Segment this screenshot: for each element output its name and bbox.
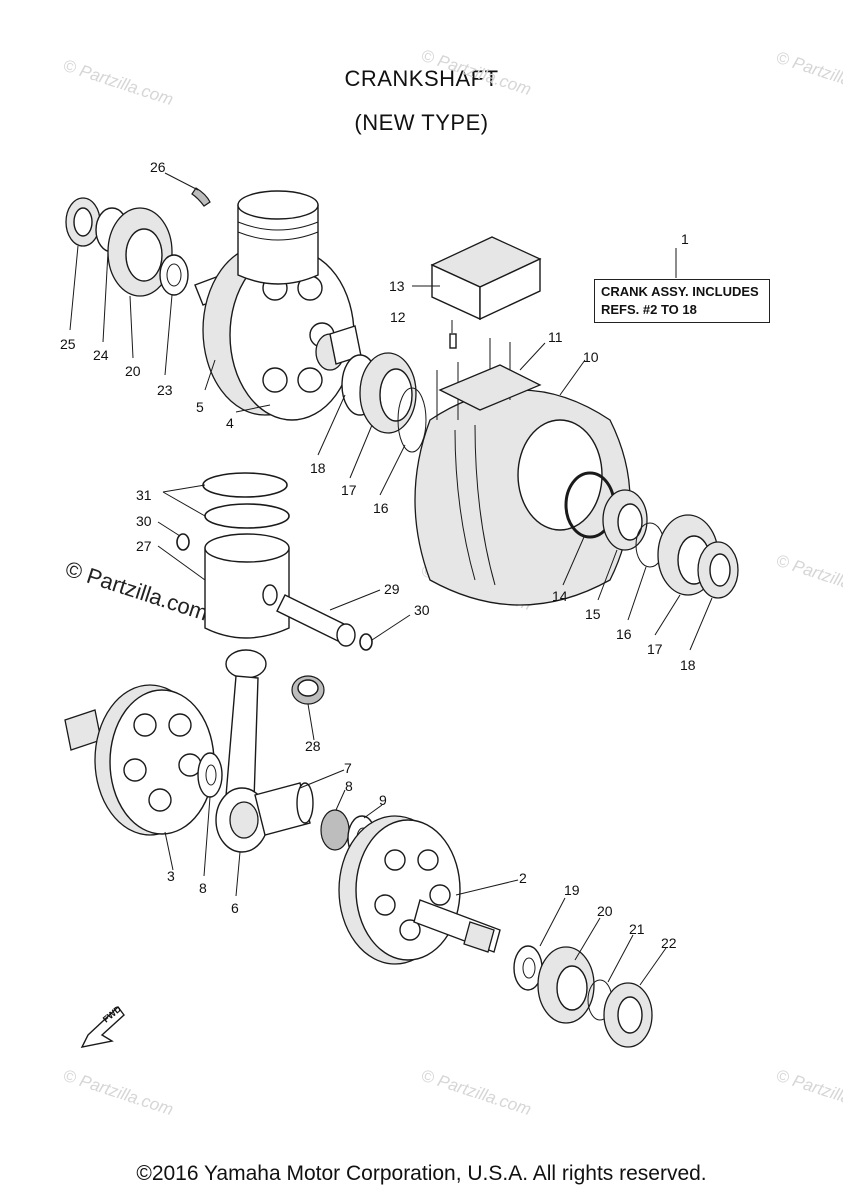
callout-25: 25 [60, 336, 76, 352]
watermark: © Partzilla.com [774, 551, 843, 604]
piston-pin-29 [276, 594, 356, 647]
shim-23 [159, 254, 189, 296]
callout-13: 13 [389, 278, 405, 294]
callout-26: 26 [150, 159, 166, 175]
watermark: © Partzilla.com [419, 1066, 534, 1119]
callout-16-right: 16 [616, 626, 632, 642]
studs-11 [436, 338, 542, 420]
watermark: © Partzilla.com [61, 56, 176, 109]
callout-19: 19 [564, 882, 580, 898]
bearing-cap-13 [430, 236, 542, 321]
callout-30-left: 30 [136, 513, 152, 529]
crankcase-10 [414, 389, 631, 606]
callout-28: 28 [305, 738, 321, 754]
crank-pin-7 [254, 782, 314, 836]
fwd-arrow-icon: FWD [80, 1003, 125, 1048]
callout-18-right: 18 [680, 657, 696, 673]
callout-2: 2 [519, 870, 527, 886]
callout-18-upper: 18 [310, 460, 326, 476]
washer-8-left [197, 752, 223, 798]
callout-29: 29 [384, 581, 400, 597]
callout-7: 7 [344, 760, 352, 776]
watermark: © Partzilla.com [61, 1066, 176, 1119]
callout-21: 21 [629, 921, 645, 937]
callout-30-right: 30 [414, 602, 430, 618]
callout-6: 6 [231, 900, 239, 916]
connecting-rod-6 [215, 649, 269, 853]
seal-25 [65, 197, 101, 247]
callout-17-upper: 17 [341, 482, 357, 498]
crank-assembly-note: CRANK ASSY. INCLUDES REFS. #2 TO 18 [594, 279, 770, 323]
callout-labels: 1 13 12 11 10 26 25 24 20 23 5 4 18 17 1… [60, 159, 696, 951]
crank-half-3 [64, 684, 215, 836]
callout-4: 4 [226, 415, 234, 431]
callout-20-right: 20 [597, 903, 613, 919]
bearing-15 [602, 489, 648, 551]
callout-8-left: 8 [199, 880, 207, 896]
piston-27 [204, 533, 290, 639]
callout-14: 14 [552, 588, 568, 604]
watermark-dark: © Partzilla.com [62, 556, 211, 626]
crank-half-2 [338, 815, 501, 965]
leader-lines [69, 172, 713, 986]
circlip-30-right [359, 633, 373, 651]
watermark: © Partzilla.com [774, 48, 843, 101]
callout-27: 27 [136, 538, 152, 554]
note-line-2: REFS. #2 TO 18 [601, 302, 697, 317]
callout-12: 12 [390, 309, 406, 325]
callout-24: 24 [93, 347, 109, 363]
callout-15: 15 [585, 606, 601, 622]
seal-18-right [697, 541, 739, 599]
watermark: © Partzilla.com [774, 1066, 843, 1119]
callout-20-left: 20 [125, 363, 141, 379]
copyright-footer: ©2016 Yamaha Motor Corporation, U.S.A. A… [136, 1162, 707, 1185]
dowel-12 [449, 333, 457, 349]
callout-22: 22 [661, 935, 677, 951]
diagram-title: CRANKSHAFT [344, 66, 499, 91]
callout-31: 31 [136, 487, 152, 503]
callout-23: 23 [157, 382, 173, 398]
woodruff-key-26 [191, 187, 211, 207]
callout-1: 1 [681, 231, 689, 247]
callout-5: 5 [196, 399, 204, 415]
callout-10: 10 [583, 349, 599, 365]
callout-9: 9 [379, 792, 387, 808]
watermark: © Partzilla.com [419, 46, 534, 99]
needle-bearing-28 [291, 675, 325, 705]
bearing-20-right [537, 946, 595, 1024]
diagram-subtitle: (NEW TYPE) [354, 110, 489, 135]
needle-bearing-8 [320, 809, 350, 851]
callout-3: 3 [167, 868, 175, 884]
piston-upper [237, 190, 319, 285]
callout-17-right: 17 [647, 641, 663, 657]
callout-8-center: 8 [345, 778, 353, 794]
bearing-17-upper [341, 352, 427, 453]
note-line-1: CRANK ASSY. INCLUDES [601, 284, 759, 299]
callout-16-upper: 16 [373, 500, 389, 516]
callout-11: 11 [548, 329, 563, 345]
seal-22 [603, 982, 653, 1048]
piston-rings-31 [202, 472, 290, 529]
circlip-30-left [176, 533, 190, 551]
